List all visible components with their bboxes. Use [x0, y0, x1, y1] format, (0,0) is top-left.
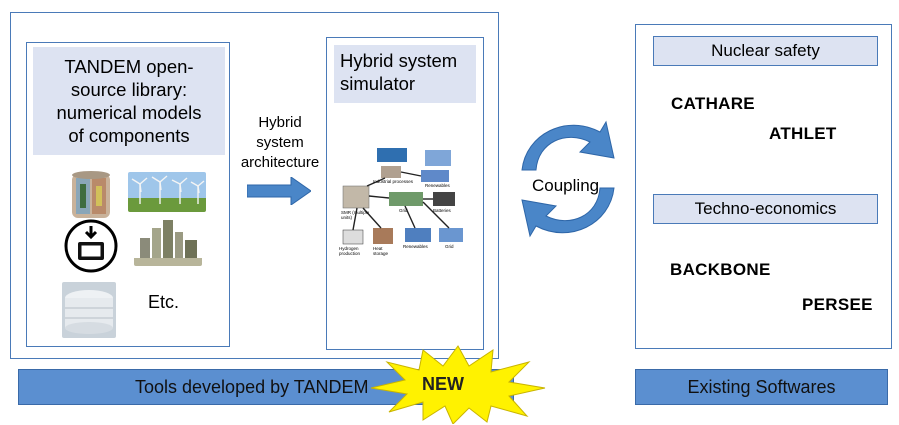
- etc-label: Etc.: [148, 292, 180, 312]
- architecture-label-line: system: [256, 134, 304, 151]
- software-persee: PERSEE: [802, 295, 873, 314]
- grid-bottom-label: Grid: [445, 244, 454, 249]
- reactor-image: [62, 170, 120, 220]
- grid-label: Grid: [399, 208, 408, 213]
- coupling-label: Coupling: [532, 176, 600, 195]
- smr-label: SMR (multiple units): [341, 210, 370, 220]
- hydrogen-label: Hydrogen production: [339, 246, 361, 256]
- hub-label: Energy Hub: [377, 140, 399, 145]
- architecture-label: Hybrid system architecture: [228, 113, 332, 173]
- industrial-label: Industrial processes: [373, 179, 414, 184]
- industry-image: [134, 218, 202, 266]
- architecture-label-line: architecture: [240, 154, 320, 171]
- existing-softwares-banner: Existing Softwares: [635, 369, 888, 405]
- architecture-label-line: Hybrid: [258, 114, 302, 131]
- library-title: TANDEM open- source library: numerical m…: [33, 47, 225, 155]
- batteries-label: Batteries: [433, 208, 451, 213]
- library-title-line: of components: [68, 125, 190, 146]
- battery-icon: [60, 218, 122, 274]
- hybrid-system-diagram: Energy Hub Industrial processes Renewabl…: [337, 140, 474, 264]
- software-athlet: ATHLET: [769, 124, 837, 143]
- new-starburst-icon: [370, 345, 546, 424]
- software-cathare: CATHARE: [671, 94, 755, 113]
- simulator-title-line: simulator: [340, 73, 416, 94]
- renewables-top-label: Renewables: [425, 183, 450, 188]
- simulator-title: Hybrid system simulator: [334, 45, 476, 103]
- heat-storage-label: Heat storage: [373, 246, 389, 256]
- wind-turbines-image: [128, 172, 206, 212]
- existing-software-frame: [635, 24, 892, 349]
- nuclear-safety-box: Nuclear safety: [653, 36, 878, 66]
- renewables-bottom-label: Renewables: [403, 244, 428, 249]
- library-title-line: TANDEM open-: [64, 56, 194, 77]
- storage-tank-image: [62, 282, 116, 338]
- software-backbone: BACKBONE: [670, 260, 771, 279]
- library-title-line: source library:: [70, 79, 188, 100]
- simulator-title-line: Hybrid system: [340, 50, 458, 71]
- coupling-cycle-arrows: [521, 120, 615, 238]
- techno-economics-box: Techno-economics: [653, 194, 878, 224]
- library-title-line: numerical models: [56, 102, 202, 123]
- new-badge-label: NEW: [422, 374, 464, 394]
- architecture-arrow: [247, 177, 311, 205]
